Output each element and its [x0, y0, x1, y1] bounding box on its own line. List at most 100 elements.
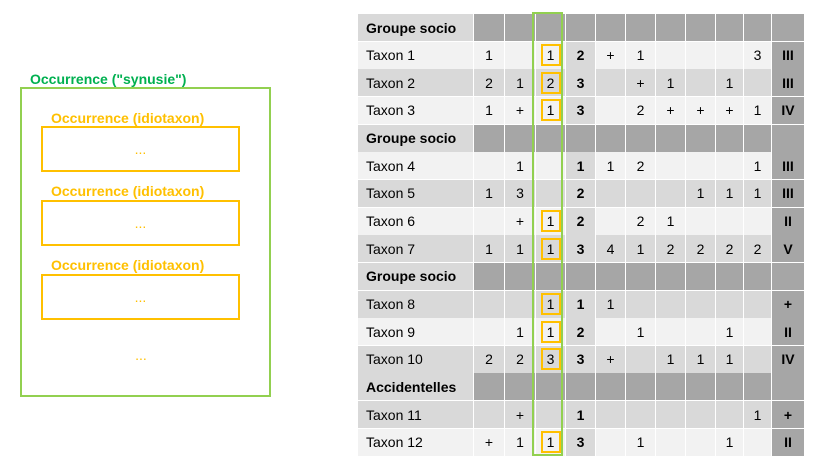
- group-cell: [744, 124, 771, 152]
- abundance-cell: [744, 318, 771, 346]
- group-cell: [566, 14, 595, 41]
- abundance-cell: 3: [566, 96, 595, 124]
- abundance-cell: +: [686, 96, 715, 124]
- abundance-cell: 1: [505, 428, 535, 456]
- abundance-cell: [536, 152, 565, 180]
- abundance-cell: [626, 179, 655, 207]
- group-header-row: Groupe socio: [358, 14, 805, 41]
- abundance-cell: 1: [686, 345, 715, 373]
- group-cell: [566, 373, 595, 401]
- group-cell: [505, 14, 535, 41]
- presence-class-cell: II: [772, 318, 804, 346]
- abundance-cell: [596, 207, 625, 235]
- taxon-name: Taxon 12: [358, 428, 473, 456]
- idiotaxon-occurrence-box: ...: [41, 126, 240, 172]
- abundance-cell: 1: [536, 290, 565, 318]
- abundance-cell: +: [505, 401, 535, 429]
- group-cell: [596, 262, 625, 290]
- abundance-cell: +: [505, 96, 535, 124]
- taxon-name: Taxon 2: [358, 69, 473, 97]
- taxon-name: Taxon 10: [358, 345, 473, 373]
- abundance-cell: [626, 401, 655, 429]
- abundance-cell: 3: [566, 345, 595, 373]
- abundance-cell: 1: [536, 96, 565, 124]
- group-cell: [772, 373, 804, 401]
- group-title: Groupe socio: [358, 14, 473, 41]
- abundance-cell: 1: [744, 401, 771, 429]
- group-cell: [744, 373, 771, 401]
- group-cell: [626, 373, 655, 401]
- idiotaxon-occurrence-box: ...: [41, 200, 240, 246]
- abundance-cell: [744, 69, 771, 97]
- group-cell: [716, 373, 743, 401]
- abundance-cell: [596, 428, 625, 456]
- group-cell: [716, 124, 743, 152]
- abundance-cell: [744, 345, 771, 373]
- abundance-cell: [686, 318, 715, 346]
- presence-class-cell: IV: [772, 96, 804, 124]
- abundance-cell: 2: [505, 345, 535, 373]
- abundance-cell: [716, 207, 743, 235]
- presence-class-cell: III: [772, 41, 804, 69]
- abundance-cell: 1: [716, 345, 743, 373]
- abundance-cell: 1: [474, 41, 504, 69]
- taxon-name: Taxon 9: [358, 318, 473, 346]
- abundance-cell: 1: [596, 152, 625, 180]
- group-title: Groupe socio: [358, 124, 473, 152]
- abundance-cell: 1: [505, 318, 535, 346]
- taxon-name: Taxon 7: [358, 235, 473, 263]
- abundance-cell: +: [474, 428, 504, 456]
- abundance-cell: [686, 41, 715, 69]
- idiotaxon-occurrence-label: Occurrence (idiotaxon): [51, 110, 205, 126]
- abundance-cell: [505, 290, 535, 318]
- abundance-cell: +: [656, 96, 685, 124]
- taxon-name: Taxon 11: [358, 401, 473, 429]
- abundance-cell: [656, 428, 685, 456]
- abundance-cell: 2: [566, 318, 595, 346]
- presence-class-cell: III: [772, 152, 804, 180]
- abundance-cell: 1: [536, 235, 565, 263]
- abundance-cell: 1: [626, 41, 655, 69]
- group-cell: [505, 124, 535, 152]
- abundance-cell: [656, 318, 685, 346]
- abundance-cell: [596, 96, 625, 124]
- abundance-cell: 2: [566, 207, 595, 235]
- group-cell: [772, 262, 804, 290]
- taxon-name: Taxon 8: [358, 290, 473, 318]
- abundance-cell: +: [716, 96, 743, 124]
- presence-class-cell: III: [772, 179, 804, 207]
- abundance-cell: [626, 290, 655, 318]
- group-cell: [474, 262, 504, 290]
- abundance-cell: 1: [744, 179, 771, 207]
- abundance-cell: 1: [566, 152, 595, 180]
- abundance-cell: 3: [566, 235, 595, 263]
- ellipsis: ...: [135, 347, 147, 363]
- group-cell: [686, 14, 715, 41]
- abundance-cell: [686, 152, 715, 180]
- abundance-cell: [686, 69, 715, 97]
- abundance-cell: [474, 290, 504, 318]
- abundance-cell: [686, 207, 715, 235]
- abundance-cell: 2: [626, 96, 655, 124]
- presence-class-cell: V: [772, 235, 804, 263]
- abundance-cell: 3: [744, 41, 771, 69]
- abundance-cell: 1: [656, 207, 685, 235]
- presence-class-cell: II: [772, 207, 804, 235]
- group-cell: [656, 373, 685, 401]
- abundance-cell: [656, 41, 685, 69]
- presence-class-cell: IV: [772, 345, 804, 373]
- group-title: Accidentelles: [358, 373, 473, 401]
- abundance-cell: 2: [716, 235, 743, 263]
- abundance-cell: [656, 290, 685, 318]
- abundance-cell: 1: [474, 96, 504, 124]
- synusie-occurrence-label: Occurrence ("synusie"): [30, 71, 187, 87]
- abundance-cell: [656, 401, 685, 429]
- abundance-cell: 2: [566, 41, 595, 69]
- abundance-cell: [716, 290, 743, 318]
- group-cell: [656, 124, 685, 152]
- presence-class-cell: II: [772, 428, 804, 456]
